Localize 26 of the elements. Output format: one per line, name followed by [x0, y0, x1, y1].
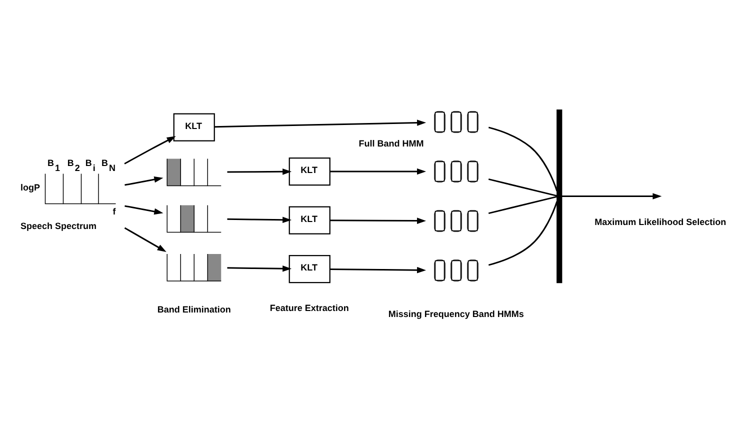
label: Maximum Likelihood Selection	[594, 216, 726, 226]
arrow	[124, 204, 164, 214]
connector	[488, 195, 558, 214]
arrow	[330, 266, 426, 273]
label: Band Elimination	[157, 304, 231, 314]
arrow	[330, 168, 426, 174]
arrow	[227, 168, 292, 174]
node-bar	[556, 108, 562, 283]
node-box: KLT	[288, 206, 330, 234]
node-box: KLT	[173, 112, 215, 141]
node-label: Full Band HMM	[358, 138, 424, 148]
connector	[488, 126, 558, 191]
arrow	[124, 226, 166, 252]
label: Feature Extraction	[270, 302, 349, 313]
arrow	[227, 265, 292, 272]
arrow	[214, 119, 426, 128]
label: Missing Frequency Band HMMs	[388, 308, 524, 319]
arrow	[124, 136, 176, 164]
node-box: KLT	[288, 254, 330, 283]
connector	[488, 200, 558, 266]
node-box: KLT	[288, 156, 330, 186]
arrow	[330, 217, 426, 224]
connector	[488, 178, 558, 196]
arrow	[562, 192, 662, 199]
arrow	[124, 176, 164, 186]
arrow	[227, 216, 292, 223]
